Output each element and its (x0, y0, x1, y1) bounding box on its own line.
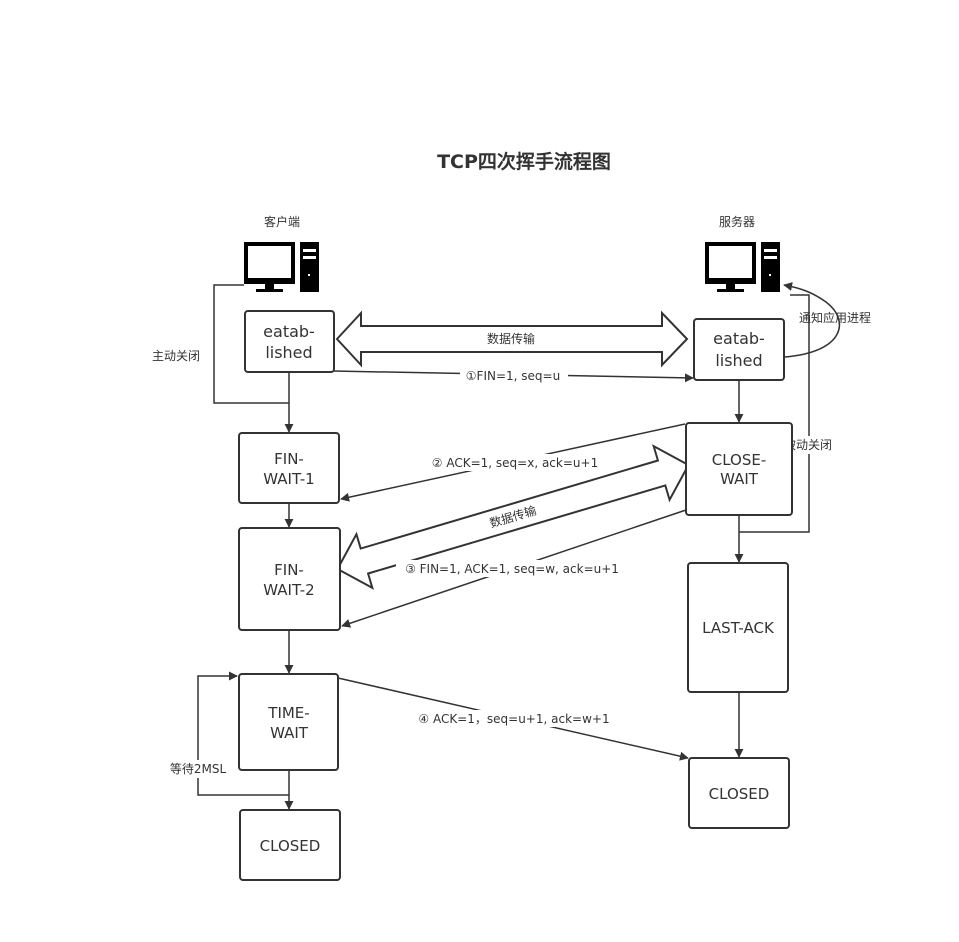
data-transfer-arrow-1 (335, 310, 689, 368)
server-state-established: eatab- lished (693, 318, 785, 381)
svg-text:lished: lished (265, 343, 312, 362)
svg-text:WAIT-1: WAIT-1 (263, 470, 314, 488)
server-computer-icon (705, 242, 780, 292)
passive-close-label-bg (780, 436, 836, 454)
fin3-label: ③ FIN=1, ACK=1, seq=w, ack=u+1 (405, 562, 619, 576)
wait-2msl-label-bg (164, 760, 232, 778)
client-label: 客户端 (264, 214, 300, 229)
wait-2msl-label: 等待2MSL (170, 762, 227, 776)
diagram-title: TCP四次挥手流程图 (437, 150, 611, 173)
svg-text:TIME-: TIME- (267, 704, 309, 722)
ack2-label-bg (426, 454, 604, 471)
svg-text:CLOSED: CLOSED (709, 785, 770, 803)
active-close-connector (213, 284, 289, 404)
client-state-fin-wait-2: FIN- WAIT-2 (238, 527, 341, 631)
ack4-label: ④ ACK=1，seq=u+1, ack=w+1 (418, 712, 609, 726)
fin1-label-bg (460, 368, 568, 384)
svg-text:FIN-: FIN- (274, 450, 304, 468)
passive-close-connector (739, 294, 810, 533)
server-label: 服务器 (719, 214, 755, 229)
passive-close-label: 被动关闭 (784, 438, 832, 452)
ack4-label-bg (412, 710, 616, 727)
fin1-label: ①FIN=1, seq=u (466, 369, 560, 383)
svg-text:lished: lished (715, 351, 762, 370)
svg-text:LAST-ACK: LAST-ACK (702, 619, 775, 637)
svg-text:eatab-: eatab- (713, 329, 765, 348)
fin3-label-bg (396, 560, 628, 577)
active-close-label: 主动关闭 (152, 349, 200, 363)
client-computer-icon (244, 242, 319, 292)
svg-text:WAIT: WAIT (270, 724, 309, 742)
data-transfer-label-1: 数据传输 (487, 331, 535, 346)
svg-text:CLOSE-: CLOSE- (712, 451, 767, 469)
server-state-close-wait: CLOSE- WAIT (685, 422, 793, 516)
svg-text:eatab-: eatab- (263, 322, 315, 341)
svg-text:WAIT-2: WAIT-2 (263, 581, 314, 599)
client-state-closed: CLOSED (239, 809, 341, 881)
svg-text:CLOSED: CLOSED (260, 837, 321, 855)
client-state-fin-wait-1: FIN- WAIT-1 (238, 432, 340, 504)
svg-text:FIN-: FIN- (274, 561, 304, 579)
server-state-closed: CLOSED (688, 757, 790, 829)
notify-app-label: 通知应用进程 (799, 310, 871, 325)
wait-2msl-connector (197, 671, 289, 796)
ack2-label: ② ACK=1, seq=x, ack=u+1 (432, 456, 598, 470)
server-state-last-ack: LAST-ACK (687, 562, 789, 693)
notify-app-connector (783, 282, 841, 358)
client-state-time-wait: TIME- WAIT (238, 673, 339, 771)
client-state-established: eatab- lished (244, 310, 335, 373)
svg-text:WAIT: WAIT (720, 470, 759, 488)
